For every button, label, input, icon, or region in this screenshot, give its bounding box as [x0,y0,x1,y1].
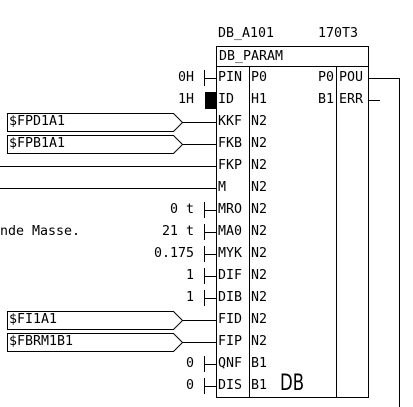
value-ma0: 21 t [161,224,194,239]
pin-type-pin: P0 [251,70,268,85]
value-myk: 0.175 [153,246,194,261]
pin-type-kkf: N2 [251,114,268,129]
signal-tag-fi1a1[interactable]: $FI1A1 [9,312,58,327]
pin-type-fip: N2 [251,334,268,349]
pin-name-fip: FIP [218,334,243,349]
signal-tag-fpd1a1[interactable]: $FPD1A1 [9,114,66,129]
pin-name-dib: DIB [218,290,243,305]
pin-name-ma0: MA0 [218,224,243,239]
pin-type-mro: N2 [251,202,268,217]
id-marker-block [205,92,216,109]
signal-tag-fbrm1b1[interactable]: $FBRM1B1 [9,334,74,349]
pin-name-pin: PIN [218,70,243,85]
value-mro: 0 t [169,202,194,217]
pin-type-myk: N2 [251,246,268,261]
pin-type-fkp: N2 [251,158,268,173]
pin-name-id: ID [218,92,235,107]
pin-type-fid: N2 [251,312,268,327]
value-dif: 1 [185,268,194,283]
pin-type-dib: N2 [251,290,268,305]
block-instance-name: DB_A101 [218,26,275,41]
block-type-name: DB_PARAM [219,49,284,64]
pin-name-dif: DIF [218,268,243,283]
pin-type-dif: N2 [251,268,268,283]
pin-type-dis: B1 [251,378,268,393]
input-connector-ticks [204,70,216,394]
pin-type-m: N2 [251,180,268,195]
pin-name-m: M [218,180,227,195]
value-dib: 1 [185,290,194,305]
signal-tags [7,113,216,352]
value-dis: 0 [185,378,194,393]
out-name-err: ERR [339,92,364,107]
block-footer-label: DB [280,371,305,396]
pin-name-fkb: FKB [218,136,243,151]
value-qnf: 0 [185,356,194,371]
out-name-pou: POU [339,70,364,85]
pin-type-ma0: N2 [251,224,268,239]
pin-type-fkb: N2 [251,136,268,151]
pin-name-kkf: KKF [218,114,243,129]
pin-name-mro: MRO [218,202,243,217]
pin-name-fkp: FKP [218,158,243,173]
pin-type-id: H1 [251,92,268,107]
comment-mass: nde Masse. [0,224,81,239]
signal-tag-fpb1a1[interactable]: $FPB1A1 [9,136,66,151]
pin-name-fid: FID [218,312,243,327]
pin-name-dis: DIS [218,378,243,393]
pin-name-myk: MYK [218,246,243,261]
block-frame [216,46,369,398]
sheet-reference: 170T3 [318,26,359,41]
value-pin: 0H [177,70,194,85]
pin-name-qnf: QNF [218,356,243,371]
pin-type-qnf: B1 [251,356,268,371]
out-type-pou: P0 [317,70,334,85]
out-type-err: B1 [317,92,334,107]
value-id: 1H [177,92,194,107]
